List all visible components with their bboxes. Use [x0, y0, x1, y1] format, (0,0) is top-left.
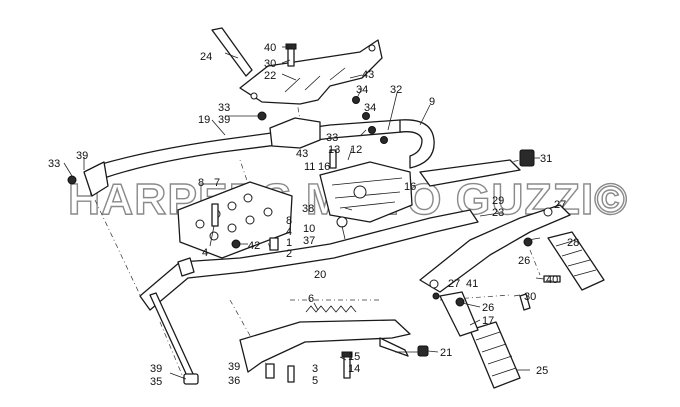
callout-2: 2	[286, 248, 292, 260]
callout-27b: 27	[448, 278, 460, 290]
brake-lever-part	[239, 319, 411, 373]
bent-tube-part	[399, 119, 435, 169]
spring-part	[305, 305, 357, 313]
callout-3: 3	[312, 363, 318, 375]
perforated-plate-part	[177, 181, 293, 259]
callout-33: 33	[218, 102, 230, 114]
stay-plate-part	[211, 27, 253, 77]
callout-4: 4	[286, 226, 292, 238]
callout-7: 7	[214, 177, 220, 189]
callout-33c: 33	[48, 158, 60, 170]
callout-29: 29	[492, 195, 504, 207]
callout-23: 23	[492, 207, 504, 219]
callout-19: 19	[198, 114, 210, 126]
callout-42: 42	[248, 240, 260, 252]
callout-41: 41	[466, 278, 478, 290]
callout-40: 40	[264, 42, 276, 54]
callout-16b: 16	[404, 181, 416, 193]
callout-28: 28	[567, 237, 579, 249]
callout-30b: 30	[524, 291, 536, 303]
callout-27: 27	[554, 199, 566, 211]
callout-36: 36	[228, 375, 240, 387]
right-footpeg-part	[547, 231, 605, 291]
callout-14: 14	[348, 363, 360, 375]
callout-37: 37	[303, 235, 315, 247]
callout-15: 15	[348, 351, 360, 363]
callout-32: 32	[390, 84, 402, 96]
callout-16: 16	[318, 161, 330, 173]
callout-38: 38	[302, 203, 314, 215]
leader-lines	[63, 46, 545, 380]
callout-39d: 39	[228, 361, 240, 373]
callout-8: 8	[198, 177, 204, 189]
callout-9: 9	[429, 96, 435, 108]
callout-26: 26	[518, 255, 530, 267]
callout-12: 12	[350, 144, 362, 156]
callout-39: 39	[218, 114, 230, 126]
callout-40b: 40	[546, 274, 558, 286]
end-cap-part	[519, 149, 535, 167]
callout-8b: 8	[286, 215, 292, 227]
callout-22: 22	[264, 70, 276, 82]
callout-13: 13	[328, 144, 340, 156]
callout-6: 6	[308, 293, 314, 305]
fasteners	[67, 43, 561, 383]
callout-31: 31	[540, 153, 552, 165]
callout-labels: 24 40 30 22 43 34 32 9 33 39 19 34 33 12…	[48, 42, 579, 388]
upper-bracket-part	[239, 39, 383, 105]
footrest-bracket-part	[419, 204, 571, 293]
callout-24: 24	[200, 51, 212, 63]
callout-11: 11	[304, 161, 315, 173]
callout-35: 35	[150, 376, 162, 388]
callout-39c: 39	[150, 363, 162, 375]
callout-4b: 4	[202, 247, 208, 259]
callout-34b: 34	[364, 102, 376, 114]
callout-5: 5	[312, 375, 318, 387]
callout-21: 21	[440, 347, 452, 359]
callout-30: 30	[264, 58, 276, 70]
callout-20: 20	[314, 269, 326, 281]
callout-26b: 26	[482, 302, 494, 314]
lower-frame-rail-part	[139, 209, 479, 311]
callout-17: 17	[482, 315, 494, 327]
callout-10: 10	[303, 223, 315, 235]
callout-25: 25	[536, 365, 548, 377]
callout-33b: 33	[326, 132, 338, 144]
callout-1: 1	[286, 237, 292, 249]
callout-34: 34	[356, 84, 368, 96]
lower-footpeg-part	[469, 321, 521, 389]
callout-39b: 39	[76, 150, 88, 162]
callout-43b: 43	[296, 148, 308, 160]
callout-43: 43	[362, 69, 374, 81]
